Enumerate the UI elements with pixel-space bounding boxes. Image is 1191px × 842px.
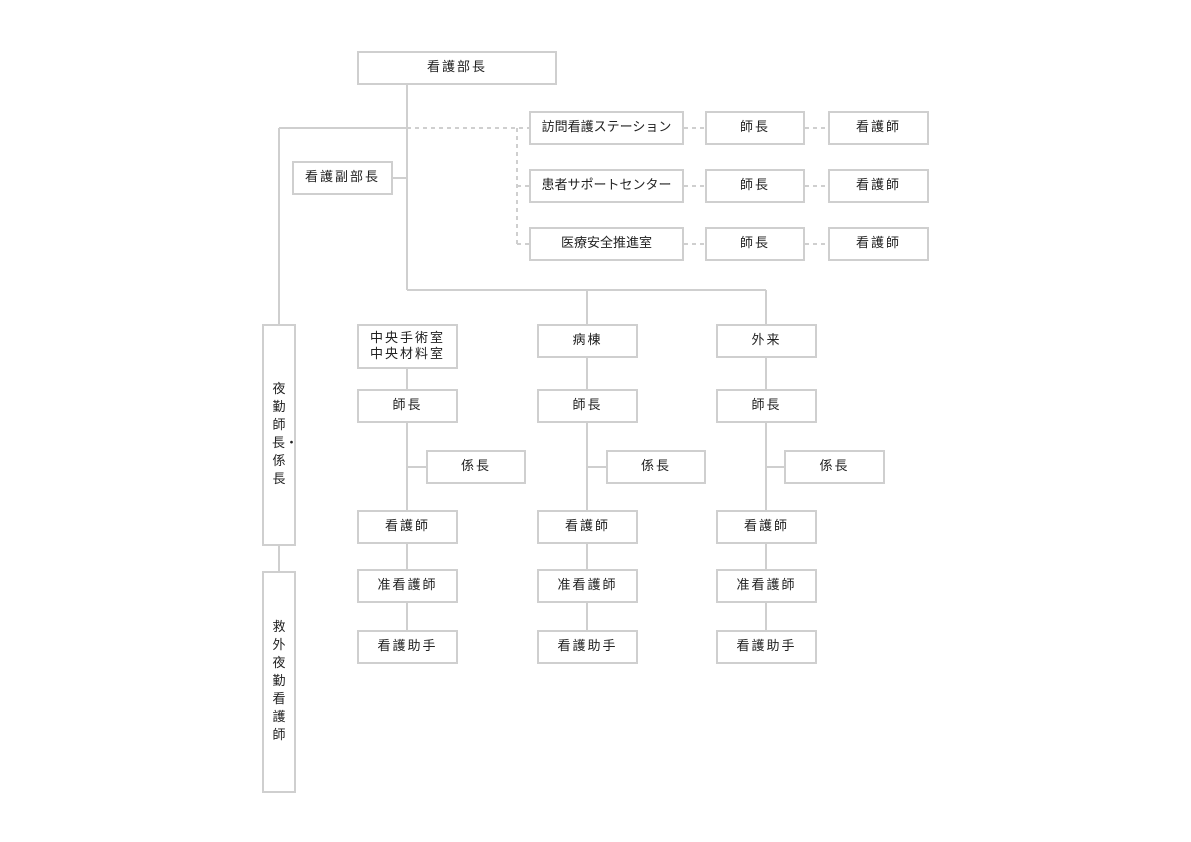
staff-unit-head-label: 師長 [739,178,770,193]
staff-unit-head-box: 師長 [705,169,805,203]
nursing-aide-label: 看護助手 [377,639,438,654]
staff-unit-staff-label: 看護師 [855,120,901,135]
staff-unit-head-label: 師長 [739,120,770,135]
staff-unit-box: 医療安全推進室 [529,227,684,261]
director-label: 看護部長 [426,60,487,75]
sub-chief-box: 係長 [606,450,706,484]
nurse-label: 看護師 [743,519,789,534]
sub-chief-label: 係長 [460,459,491,474]
night-chief-box: 夜勤師長・係長 [262,324,299,546]
deputy-director-label: 看護副部長 [304,170,380,185]
staff-unit-head-box: 師長 [705,227,805,261]
staff-unit-box: 訪問看護ステーション [529,111,684,145]
department-box: 中央手術室 中央材料室 [357,324,458,369]
chief-label: 師長 [572,398,603,413]
assoc-nurse-label: 准看護師 [377,578,438,593]
nurse-box: 看護師 [357,510,458,544]
staff-unit-label: 患者サポートセンター [541,178,672,193]
chief-label: 師長 [392,398,423,413]
chief-box: 師長 [357,389,458,423]
nursing-aide-box: 看護助手 [716,630,817,664]
staff-unit-label: 訪問看護ステーション [541,120,672,135]
staff-unit-head-box: 師長 [705,111,805,145]
nursing-aide-label: 看護助手 [557,639,618,654]
department-box: 病棟 [537,324,638,358]
deputy-director-box: 看護副部長 [292,161,393,195]
assoc-nurse-box: 准看護師 [716,569,817,603]
department-label: 中央手術室 中央材料室 [369,330,445,362]
chief-box: 師長 [716,389,817,423]
department-label: 病棟 [572,333,603,348]
assoc-nurse-label: 准看護師 [557,578,618,593]
staff-unit-box: 患者サポートセンター [529,169,684,203]
chief-box: 師長 [537,389,638,423]
chief-label: 師長 [751,398,782,413]
staff-unit-staff-label: 看護師 [855,178,901,193]
staff-unit-staff-label: 看護師 [855,236,901,251]
nursing-aide-label: 看護助手 [736,639,797,654]
night-chief-label: 夜勤師長・係長 [272,382,299,487]
assoc-nurse-box: 准看護師 [537,569,638,603]
department-label: 外来 [751,333,782,348]
nurse-box: 看護師 [537,510,638,544]
staff-unit-staff-box: 看護師 [828,227,929,261]
staff-unit-staff-box: 看護師 [828,169,929,203]
sub-chief-box: 係長 [426,450,526,484]
nurse-box: 看護師 [716,510,817,544]
staff-unit-head-label: 師長 [739,236,770,251]
staff-unit-label: 医療安全推進室 [560,236,652,251]
emergency-night-nurse-label: 救外夜勤看護師 [272,620,286,743]
nurse-label: 看護師 [564,519,610,534]
staff-unit-staff-box: 看護師 [828,111,929,145]
department-box: 外来 [716,324,817,358]
nursing-aide-box: 看護助手 [357,630,458,664]
nurse-label: 看護師 [384,519,430,534]
nursing-aide-box: 看護助手 [537,630,638,664]
director-box: 看護部長 [357,51,557,85]
emergency-night-nurse-box: 救外夜勤看護師 [262,571,296,793]
sub-chief-box: 係長 [784,450,885,484]
sub-chief-label: 係長 [640,459,671,474]
assoc-nurse-box: 准看護師 [357,569,458,603]
assoc-nurse-label: 准看護師 [736,578,797,593]
sub-chief-label: 係長 [819,459,850,474]
